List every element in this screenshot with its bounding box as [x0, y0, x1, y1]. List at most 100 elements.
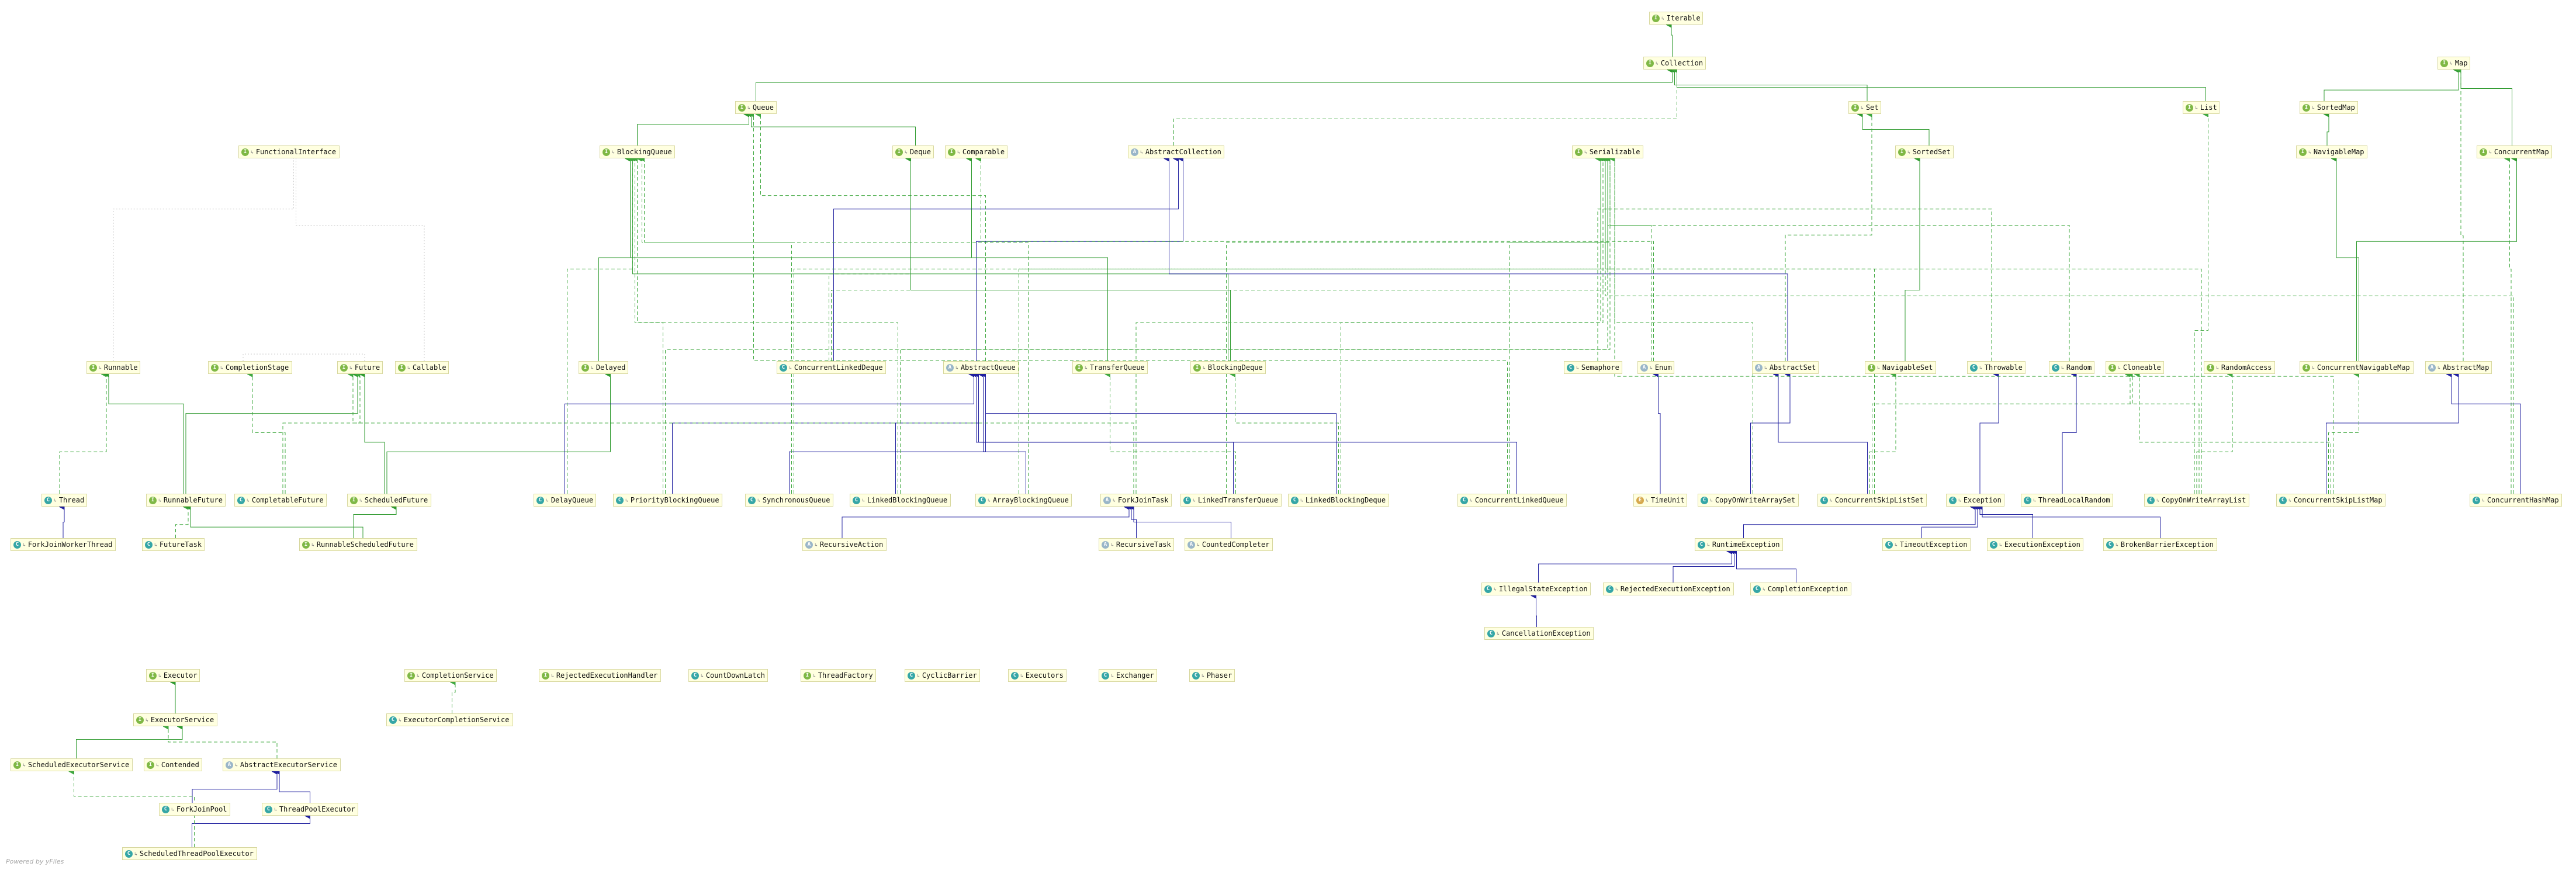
class-node-sorted-map[interactable]: I↳SortedMap	[2300, 101, 2358, 114]
class-node-timeout-exception[interactable]: C↳TimeoutException	[1882, 538, 1971, 551]
class-node-executor-completion-service[interactable]: C↳ExecutorCompletionService	[386, 713, 513, 726]
class-node-concurrent-skip-list-set[interactable]: C↳ConcurrentSkipListSet	[1817, 494, 1927, 507]
class-node-array-blocking-queue[interactable]: C↳ArrayBlockingQueue	[975, 494, 1072, 507]
class-node-iterable[interactable]: I↳Iterable	[1649, 12, 1703, 25]
class-node-runnable[interactable]: I↳Runnable	[86, 361, 140, 374]
class-node-illegal-state-exception[interactable]: C↳IllegalStateException	[1481, 583, 1591, 595]
edge-Runnable-to-FunctionalInterface	[113, 158, 294, 361]
class-node-executor[interactable]: I↳Executor	[146, 669, 200, 682]
class-node-linked-blocking-deque[interactable]: C↳LinkedBlockingDeque	[1288, 494, 1389, 507]
class-node-runtime-exception[interactable]: C↳RuntimeException	[1695, 538, 1783, 551]
class-node-executor-service[interactable]: I↳ExecutorService	[133, 713, 217, 726]
class-node-future[interactable]: I↳Future	[337, 361, 383, 374]
class-node-comparable[interactable]: I↳Comparable	[945, 145, 1007, 158]
class-node-collection[interactable]: I↳Collection	[1643, 57, 1706, 70]
class-node-recursive-task[interactable]: A↳RecursiveTask	[1099, 538, 1174, 551]
class-node-counted-completer[interactable]: A↳CountedCompleter	[1185, 538, 1273, 551]
class-node-thread-pool-executor[interactable]: C↳ThreadPoolExecutor	[262, 803, 358, 816]
class-node-recursive-action[interactable]: A↳RecursiveAction	[802, 538, 887, 551]
class-node-concurrent-navigable-map[interactable]: I↳ConcurrentNavigableMap	[2300, 361, 2414, 374]
class-node-random-access[interactable]: I↳RandomAccess	[2204, 361, 2275, 374]
class-node-completion-stage[interactable]: I↳CompletionStage	[208, 361, 292, 374]
class-node-runnable-future[interactable]: I↳RunnableFuture	[146, 494, 226, 507]
class-node-synchronous-queue[interactable]: C↳SynchronousQueue	[745, 494, 833, 507]
class-node-sorted-set[interactable]: I↳SortedSet	[1895, 145, 1954, 158]
class-node-queue[interactable]: I↳Queue	[735, 101, 777, 114]
class-node-priority-blocking-queue[interactable]: C↳PriorityBlockingQueue	[613, 494, 722, 507]
class-node-list[interactable]: I↳List	[2183, 101, 2220, 114]
class-node-completion-exception[interactable]: C↳CompletionException	[1750, 583, 1851, 595]
class-node-copy-on-write-array-set[interactable]: C↳CopyOnWriteArraySet	[1698, 494, 1799, 507]
class-node-execution-exception[interactable]: C↳ExecutionException	[1987, 538, 2083, 551]
visibility-icon: ↳	[612, 149, 615, 155]
class-node-executors[interactable]: C↳Executors	[1008, 669, 1067, 682]
class-node-future-task[interactable]: C↳FutureTask	[142, 538, 205, 551]
class-node-map[interactable]: I↳Map	[2437, 57, 2470, 70]
edge-Throwable-to-Serializable	[1605, 158, 1992, 361]
class-node-thread[interactable]: C↳Thread	[41, 494, 87, 507]
class-node-scheduled-executor-service[interactable]: I↳ScheduledExecutorService	[11, 758, 133, 771]
class-node-functional-interface[interactable]: I↳FunctionalInterface	[238, 145, 340, 158]
class-node-exchanger[interactable]: C↳Exchanger	[1099, 669, 1157, 682]
class-node-enum[interactable]: A↳Enum	[1637, 361, 1674, 374]
class-node-navigable-map[interactable]: I↳NavigableMap	[2296, 145, 2367, 158]
visibility-icon: ↳	[747, 105, 750, 110]
class-node-runnable-scheduled-future[interactable]: I↳RunnableScheduledFuture	[299, 538, 417, 551]
class-node-linked-transfer-queue[interactable]: C↳LinkedTransferQueue	[1180, 494, 1282, 507]
class-node-serializable[interactable]: I↳Serializable	[1572, 145, 1643, 158]
class-node-rejected-execution-exception[interactable]: C↳RejectedExecutionException	[1603, 583, 1734, 595]
class-node-random[interactable]: C↳Random	[2049, 361, 2094, 374]
class-node-cyclic-barrier[interactable]: C↳CyclicBarrier	[905, 669, 980, 682]
class-node-linked-blocking-queue[interactable]: C↳LinkedBlockingQueue	[850, 494, 951, 507]
class-node-concurrent-hash-map[interactable]: C↳ConcurrentHashMap	[2470, 494, 2562, 507]
class-node-delayed[interactable]: I↳Delayed	[579, 361, 628, 374]
class-node-abstract-executor-service[interactable]: A↳AbstractExecutorService	[223, 758, 341, 771]
class-node-cloneable[interactable]: I↳Cloneable	[2106, 361, 2164, 374]
edge-Random-to-Serializable	[1608, 158, 2070, 361]
class-node-concurrent-linked-queue[interactable]: C↳ConcurrentLinkedQueue	[1457, 494, 1567, 507]
class-node-count-down-latch[interactable]: C↳CountDownLatch	[688, 669, 768, 682]
class-node-abstract-map[interactable]: A↳AbstractMap	[2425, 361, 2492, 374]
class-node-fork-join-task[interactable]: A↳ForkJoinTask	[1100, 494, 1172, 507]
class-node-exception[interactable]: C↳Exception	[1946, 494, 2004, 507]
class-node-fork-join-pool[interactable]: C↳ForkJoinPool	[159, 803, 230, 816]
class-node-thread-local-random[interactable]: C↳ThreadLocalRandom	[2021, 494, 2113, 507]
visibility-icon: ↳	[2033, 497, 2036, 503]
class-name: Callable	[412, 363, 446, 372]
class-name: FutureTask	[159, 540, 202, 549]
class-node-completable-future[interactable]: C↳CompletableFuture	[234, 494, 327, 507]
class-node-thread-factory[interactable]: I↳ThreadFactory	[801, 669, 876, 682]
class-node-delay-queue[interactable]: C↳DelayQueue	[534, 494, 596, 507]
class-node-abstract-queue[interactable]: A↳AbstractQueue	[943, 361, 1019, 374]
class-node-cancellation-exception[interactable]: C↳CancellationException	[1484, 627, 1594, 640]
class-node-concurrent-linked-deque[interactable]: C↳ConcurrentLinkedDeque	[777, 361, 886, 374]
class-node-concurrent-map[interactable]: I↳ConcurrentMap	[2477, 145, 2552, 158]
class-node-abstract-set[interactable]: A↳AbstractSet	[1752, 361, 1819, 374]
class-node-throwable[interactable]: C↳Throwable	[1967, 361, 2026, 374]
class-node-set[interactable]: I↳Set	[1848, 101, 1881, 114]
class-node-transfer-queue[interactable]: I↳TransferQueue	[1072, 361, 1148, 374]
class-node-phaser[interactable]: C↳Phaser	[1189, 669, 1235, 682]
class-node-abstract-collection[interactable]: A↳AbstractCollection	[1128, 145, 1224, 158]
class-node-fork-join-worker-thread[interactable]: C↳ForkJoinWorkerThread	[11, 538, 116, 551]
class-node-navigable-set[interactable]: I↳NavigableSet	[1865, 361, 1936, 374]
class-node-semaphore[interactable]: C↳Semaphore	[1564, 361, 1622, 374]
class-node-scheduled-future[interactable]: I↳ScheduledFuture	[347, 494, 431, 507]
class-node-time-unit[interactable]: E↳TimeUnit	[1633, 494, 1687, 507]
class-node-callable[interactable]: I↳Callable	[395, 361, 449, 374]
class-node-blocking-queue[interactable]: I↳BlockingQueue	[600, 145, 675, 158]
class-node-completion-service[interactable]: I↳CompletionService	[404, 669, 497, 682]
class-node-scheduled-thread-pool-executor[interactable]: C↳ScheduledThreadPoolExecutor	[122, 847, 257, 860]
class-node-rejected-execution-handler[interactable]: I↳RejectedExecutionHandler	[539, 669, 661, 682]
class-node-broken-barrier-exception[interactable]: C↳BrokenBarrierException	[2103, 538, 2217, 551]
class-node-copy-on-write-array-list[interactable]: C↳CopyOnWriteArrayList	[2144, 494, 2249, 507]
class-node-deque[interactable]: I↳Deque	[892, 145, 934, 158]
class-node-blocking-deque[interactable]: I↳BlockingDeque	[1190, 361, 1266, 374]
visibility-icon: ↳	[862, 497, 865, 503]
edge-SynchronousQueue-to-AbstractQueue	[789, 374, 986, 494]
edge-TransferQueue-to-BlockingQueue	[631, 158, 1108, 361]
class-node-contended[interactable]: I↳Contended	[144, 758, 202, 771]
class-name: ConcurrentLinkedDeque	[794, 363, 883, 372]
class-name: RunnableScheduledFuture	[316, 540, 414, 549]
class-node-concurrent-skip-list-map[interactable]: C↳ConcurrentSkipListMap	[2276, 494, 2385, 507]
